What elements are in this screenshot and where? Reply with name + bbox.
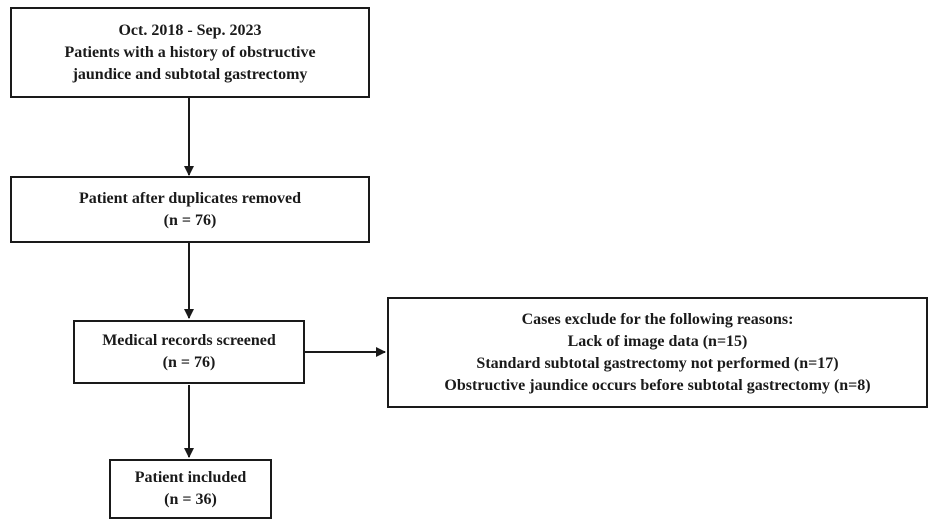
excluded-reason-jaundice-before: Obstructive jaundice occurs before subto… [444,376,871,394]
records-screened-box: Medical records screened (n = 76) [73,320,305,384]
duplicates-removed-title: Patient after duplicates removed [78,189,302,207]
excluded-reason-image-data: Lack of image data (n=15) [567,332,748,350]
patient-included-title: Patient included [134,469,247,486]
patient-included-count: (n = 36) [164,491,217,508]
excluded-reason-standard-gastrectomy: Standard subtotal gastrectomy not perfor… [476,354,839,372]
start-box-line-2: Patients with a history of obstructive [64,43,316,61]
duplicates-removed-box: Patient after duplicates removed (n = 76… [10,176,370,243]
start-box-line-1: Oct. 2018 - Sep. 2023 [118,21,262,39]
records-screened-title: Medical records screened [102,332,276,349]
start-box: Oct. 2018 - Sep. 2023 Patients with a hi… [10,7,370,98]
duplicates-removed-count: (n = 76) [163,211,217,229]
records-screened-count: (n = 76) [162,354,216,371]
start-box-line-3: jaundice and subtotal gastrectomy [72,65,308,83]
excluded-cases-header: Cases exclude for the following reasons: [521,310,794,328]
excluded-cases-box: Cases exclude for the following reasons:… [387,297,928,408]
patient-included-box: Patient included (n = 36) [109,459,272,519]
